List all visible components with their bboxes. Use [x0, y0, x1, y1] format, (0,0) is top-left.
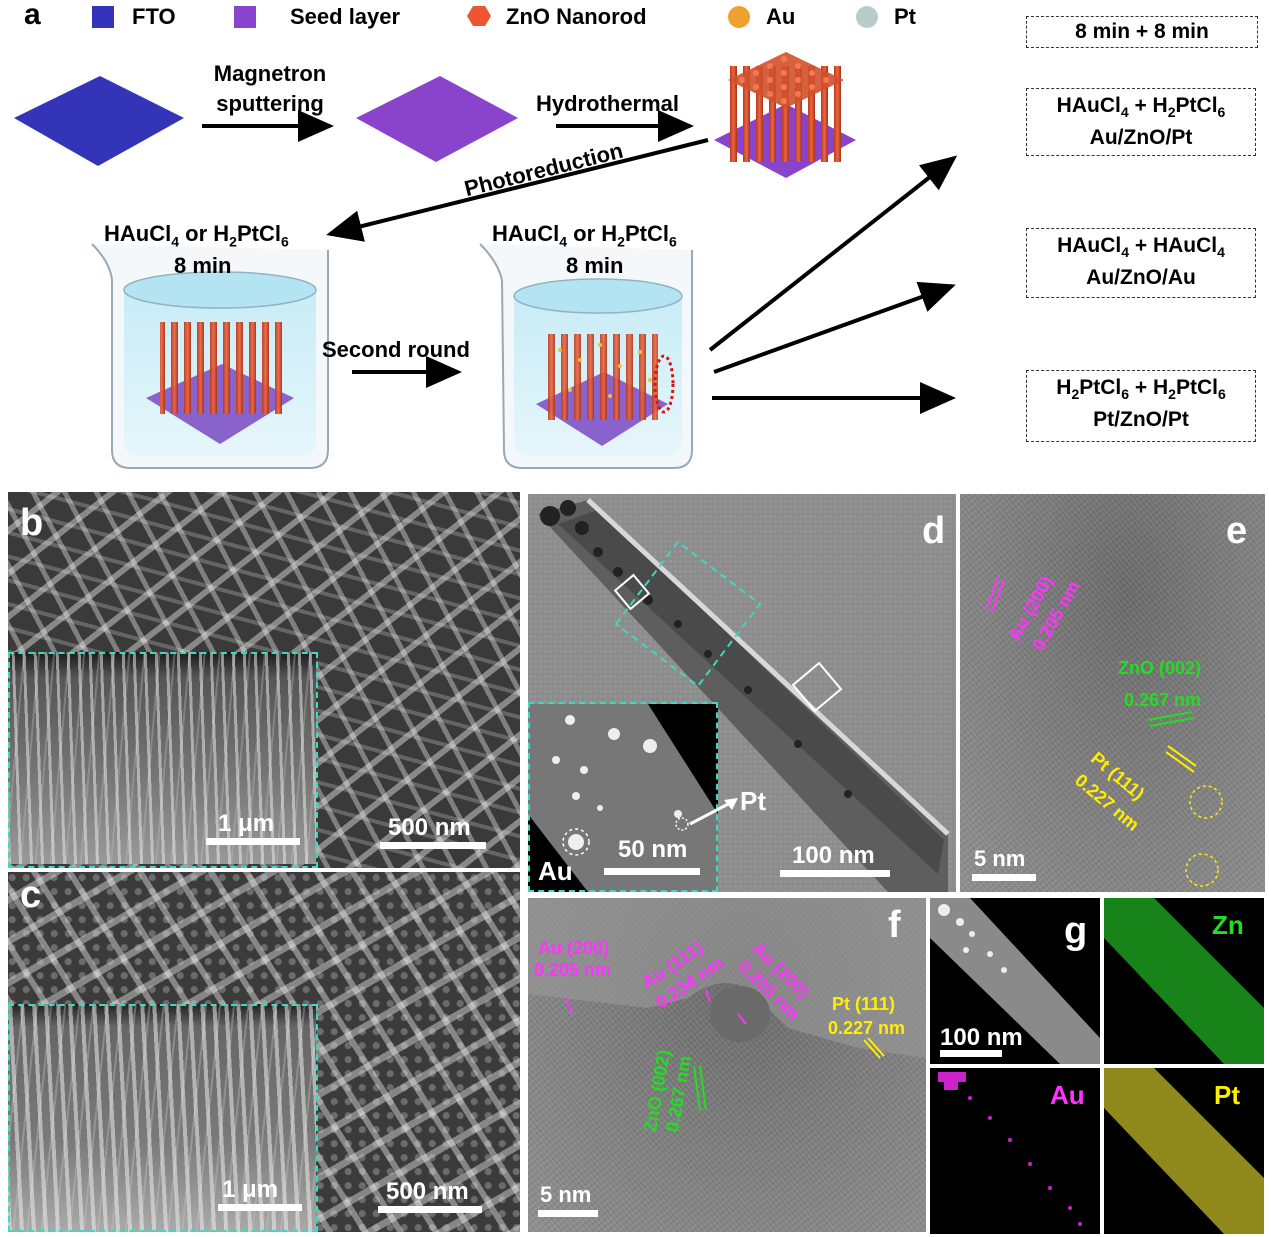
- panel-g-pt-map: Pt: [1104, 1068, 1264, 1234]
- panel-d-inset-scale: 50 nm: [618, 836, 688, 863]
- panel-e-letter: e: [1226, 510, 1248, 552]
- panel-b-sem-image: b 1 μm 500 nm: [8, 492, 520, 868]
- seed-layer-swatch: [234, 6, 256, 28]
- panel-c-inset-scalebar: [218, 1204, 302, 1211]
- panel-f-au200-a-d: 0.205 nm: [534, 960, 612, 980]
- panel-g-au-map: Au: [930, 1068, 1100, 1234]
- panel-d-scale: 100 nm: [792, 842, 875, 869]
- step-magnetron-line2: sputtering: [216, 91, 324, 116]
- beaker1-time: 8 min: [174, 253, 232, 278]
- panel-c-sem-image: c 1 μm 500 nm: [8, 872, 520, 1232]
- panel-c-inset: [8, 1004, 316, 1232]
- panel-f-scale: 5 nm: [540, 1182, 592, 1207]
- legend-pt: Pt: [894, 4, 916, 29]
- panel-b-inset-border: [8, 652, 318, 868]
- box-au-zno-pt: HAuCl4 + H2PtCl6 Au/ZnO/Pt: [1026, 88, 1256, 156]
- panel-c-inset-border: [8, 1004, 318, 1232]
- panel-d-inset-border: [528, 702, 718, 892]
- panel-f-pt111: Pt (111): [832, 994, 896, 1014]
- beaker2-precursor: HAuCl4 or H2PtCl6: [492, 221, 677, 250]
- panel-a-letter: a: [24, 0, 41, 31]
- panel-c-letter: c: [20, 874, 42, 916]
- panel-g-letter: g: [1064, 910, 1088, 952]
- panel-g-pt-label: Pt: [1214, 1080, 1240, 1110]
- panel-g-au-label: Au: [1050, 1080, 1085, 1110]
- fto-plate: [14, 76, 184, 166]
- panel-d-tem-image: d 100 nm Au 50 nm Pt: [528, 494, 956, 892]
- panel-b-scale: 500 nm: [388, 814, 471, 841]
- panel-f-hrtem-image: f Au (200) 0.205 nm Au (111) 0.234 nm Au…: [528, 898, 926, 1232]
- box-time: 8 min + 8 min: [1026, 16, 1258, 48]
- panel-f-au200-a: Au (200): [538, 938, 610, 958]
- panel-g-haadf: g 100 nm: [930, 898, 1100, 1064]
- panel-d-inset-scalebar: [604, 868, 700, 875]
- panel-f-pt111-d: 0.227 nm: [828, 1018, 906, 1038]
- beaker1-precursor: HAuCl4 or H2PtCl6: [104, 221, 289, 250]
- au-swatch: [728, 6, 750, 28]
- nanorod-array-icon: [714, 52, 856, 178]
- step-second-round: Second round: [322, 337, 470, 362]
- panel-c-scalebar: [378, 1206, 482, 1213]
- box-au-zno-au: HAuCl4 + HAuCl4 Au/ZnO/Au: [1026, 228, 1256, 298]
- panel-b-letter: b: [20, 502, 44, 544]
- panel-e-zno-label: ZnO (002): [1118, 658, 1202, 678]
- panel-f-scalebar: [538, 1210, 598, 1217]
- panel-e-zno-d: 0.267 nm: [1124, 690, 1202, 710]
- panel-g-scale: 100 nm: [940, 1024, 1023, 1051]
- panel-b-inset-scale: 1 μm: [218, 810, 275, 837]
- legend-au: Au: [766, 4, 796, 29]
- panel-e-scalebar: [972, 874, 1036, 881]
- panel-d-inset-au: Au: [538, 856, 573, 886]
- legend-fto: FTO: [132, 4, 176, 29]
- panel-d-inset: [528, 704, 718, 892]
- beaker-2: [479, 243, 693, 469]
- panel-d-pt-arrow: [689, 798, 738, 826]
- panel-g-zn-map: Zn: [1104, 898, 1264, 1064]
- beaker2-time: 8 min: [566, 253, 624, 278]
- fto-swatch: [92, 6, 114, 28]
- panel-d-scalebar: [780, 870, 890, 877]
- zno-hexagon-swatch: [467, 6, 491, 26]
- panel-f-letter: f: [888, 904, 901, 946]
- panel-e-scale: 5 nm: [974, 846, 1026, 871]
- box-pt-zno-pt: H2PtCl6 + H2PtCl6 Pt/ZnO/Pt: [1026, 370, 1256, 442]
- step-magnetron-line1: Magnetron: [213, 61, 327, 86]
- panel-b-inset-scalebar: [206, 838, 300, 845]
- pt-swatch: [856, 6, 878, 28]
- panel-b-scalebar: [380, 842, 486, 849]
- panel-b-inset: [8, 652, 316, 864]
- step-hydrothermal: Hydrothermal: [536, 91, 680, 116]
- panel-d-inset-pt: Pt: [740, 786, 766, 816]
- panel-e-hrtem-image: e Au (200) 0.205 nm ZnO (002) 0.267 nm P…: [960, 494, 1265, 892]
- panel-d-nanorod: [538, 498, 950, 892]
- process-schematic: [14, 52, 958, 469]
- legend-zno-nanorod: ZnO Nanorod: [506, 4, 647, 29]
- beaker-1: [91, 243, 329, 469]
- panel-c-scale: 500 nm: [386, 1178, 469, 1205]
- panel-g-zn-label: Zn: [1212, 910, 1244, 940]
- panel-g-scalebar: [940, 1050, 1002, 1057]
- seed-plate: [356, 76, 518, 162]
- panel-d-letter: d: [922, 510, 946, 552]
- panel-c-inset-scale: 1 μm: [222, 1176, 279, 1203]
- legend-seed-layer: Seed layer: [290, 4, 401, 29]
